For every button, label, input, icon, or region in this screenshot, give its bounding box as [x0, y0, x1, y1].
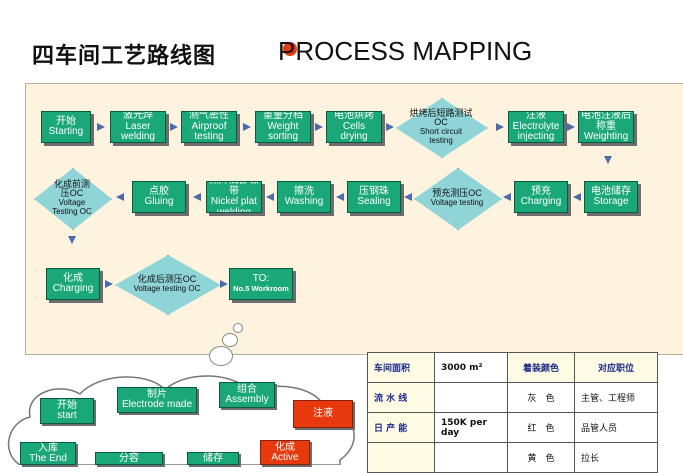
bubble-dot — [209, 346, 233, 366]
table-row: 日 产 能 150K per day 红 色 品管人员 — [367, 412, 658, 443]
node-washing[interactable]: 擦洗 Washing — [277, 181, 331, 213]
arrow-right-icon — [105, 280, 113, 288]
node-storage[interactable]: 电池储存 Storage — [584, 181, 638, 213]
arrow-right-icon — [97, 123, 105, 131]
arrow-right-icon — [220, 280, 228, 288]
bubble-dot — [233, 323, 243, 333]
node-airproof-testing[interactable]: 测气密性 Airproof testing — [181, 111, 237, 143]
arrow-right-icon — [567, 123, 575, 131]
cloud-node-electrode[interactable]: 制片 Electrode made — [117, 387, 197, 413]
diamond-voltage-testing-oc-after[interactable]: 化成后测压OC Voltage testing OC — [115, 255, 221, 315]
cloud-node-assembly[interactable]: 组合 Assembly — [219, 382, 275, 408]
cloud-node-active[interactable]: 化成 Active — [260, 440, 310, 465]
table-row: 车间面积 3000 m² 着装颜色 对应职位 — [367, 352, 658, 383]
node-starting[interactable]: 开始 Starting — [41, 111, 91, 143]
cloud-node-storage[interactable]: 储存 — [187, 452, 239, 465]
cloud-node-sorting[interactable]: 分容 — [95, 452, 163, 465]
cloud-node-start[interactable]: 开始 start — [40, 398, 94, 424]
node-to-workroom[interactable]: TO: No.5 Workroom — [229, 268, 293, 300]
arrow-left-icon — [266, 193, 274, 201]
diamond-voltage-testing-oc[interactable]: 化成前测压OC Voltage Testing OC — [34, 168, 112, 230]
node-weight-sorting[interactable]: 重量分档 Weight sorting — [255, 111, 311, 143]
arrow-left-icon — [503, 193, 511, 201]
arrow-right-icon — [386, 123, 394, 131]
arrow-down-icon — [604, 156, 612, 164]
arrow-right-icon — [170, 123, 178, 131]
node-gluing[interactable]: 点胶 Gluing — [132, 181, 186, 213]
arrow-right-icon — [243, 123, 251, 131]
cloud-node-inject[interactable]: 注液 — [293, 400, 353, 428]
arrow-left-icon — [404, 193, 412, 201]
workshop-info-table: 车间面积 3000 m² 着装颜色 对应职位 流 水 线 灰 色 主管、工程师 … — [367, 352, 658, 473]
node-electrolyte-injecting[interactable]: 注液 Electrolyte injecting — [508, 111, 564, 143]
arrow-right-icon — [315, 123, 323, 131]
page-title-en: PROCESS MAPPING — [278, 36, 533, 66]
arrow-left-icon — [336, 193, 344, 201]
diamond-short-circuit-testing[interactable]: 烘烤后短路测试OC Short circuit testing — [396, 98, 488, 158]
table-row: 黄 色 拉长 — [367, 442, 658, 473]
node-charging[interactable]: 预充 Charging — [514, 181, 568, 213]
arrow-left-icon — [193, 193, 201, 201]
node-cells-drying[interactable]: 电池烘烤 Cells drying — [326, 111, 382, 143]
arrow-down-icon — [68, 236, 76, 244]
node-nickel-plat-welding[interactable]: 点焊底部镍带 Nickel plat welding — [206, 181, 262, 213]
node-weighting[interactable]: 电池注液后称重 Weighting — [578, 111, 634, 143]
node-charging-final[interactable]: 化成 Charging — [46, 268, 100, 300]
arrow-right-icon — [496, 123, 504, 131]
node-laser-welding[interactable]: 激光焊 Laser welding — [110, 111, 166, 143]
arrow-left-icon — [573, 193, 581, 201]
table-row: 流 水 线 灰 色 主管、工程师 — [367, 382, 658, 413]
bubble-dot — [222, 333, 238, 347]
page-title-cn: 四车间工艺路线图 — [32, 44, 217, 69]
cloud-node-end[interactable]: 入库 The End — [20, 442, 76, 465]
diamond-voltage-testing[interactable]: 预充测压OC Voltage testing — [414, 168, 502, 230]
arrow-left-icon — [116, 193, 124, 201]
node-sealing[interactable]: 压钢珠 Sealing — [347, 181, 401, 213]
title-dot — [283, 42, 297, 56]
